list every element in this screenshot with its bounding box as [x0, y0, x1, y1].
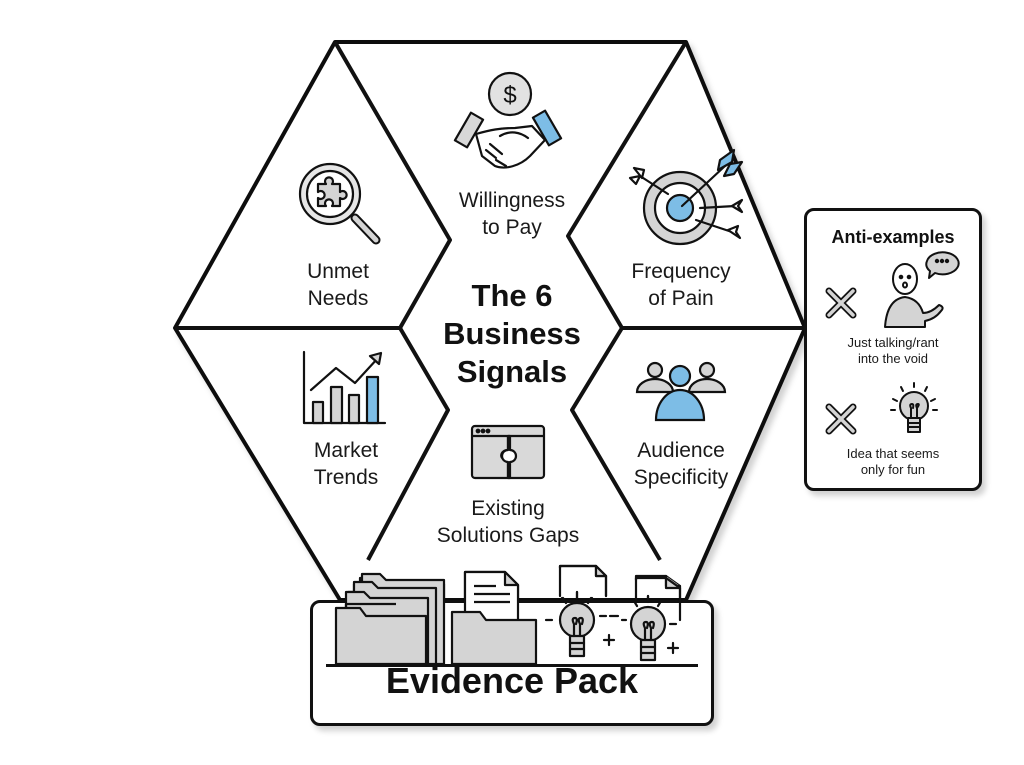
- target-arrows-icon: [628, 148, 744, 246]
- signal-label-audience-specificity: Audience Specificity: [606, 437, 756, 491]
- label-line: Unmet: [307, 260, 369, 283]
- signal-label-market-trends: Market Trends: [276, 437, 416, 491]
- browser-puzzle-icon: [470, 424, 546, 480]
- anti-examples-icons: [825, 251, 960, 435]
- label-line: Specificity: [633, 466, 729, 489]
- label-line: of Pain: [648, 287, 714, 310]
- center-title: The 6 Business Signals: [412, 277, 612, 391]
- evidence-pack-title: Evidence Pack: [385, 660, 639, 701]
- label-line: Willingness: [458, 189, 566, 212]
- magnifier-puzzle-icon: [298, 162, 381, 245]
- anti-examples-title: Anti-examples: [831, 227, 955, 247]
- label-line: Existing: [471, 497, 545, 520]
- caption-line: into the void: [857, 351, 929, 366]
- lightbulb-icon: [890, 382, 938, 433]
- label-line: Trends: [313, 466, 379, 489]
- rising-bar-chart-icon: [302, 350, 387, 425]
- signal-label-willingness-to-pay: Willingness to Pay: [437, 187, 587, 241]
- anti-examples-panel: Anti-examples: [804, 208, 982, 491]
- evidence-shelf-divider: [326, 664, 698, 667]
- caption-line: only for fun: [860, 462, 926, 477]
- signal-label-frequency-of-pain: Frequency of Pain: [606, 258, 756, 312]
- anti-example-caption: Just talking/rant into the void: [807, 335, 979, 367]
- label-line: Frequency: [631, 260, 731, 283]
- title-line: Signals: [456, 354, 568, 389]
- title-line: Business: [443, 316, 581, 351]
- person-speech-bubble-icon: [884, 251, 960, 328]
- label-line: Audience: [637, 439, 725, 462]
- label-line: Market: [313, 439, 379, 462]
- caption-line: Just talking/rant: [847, 335, 939, 350]
- label-line: Solutions Gaps: [436, 524, 580, 547]
- svg-text:$: $: [503, 82, 516, 109]
- segment-dividers: [175, 40, 805, 562]
- title-line: The 6: [471, 278, 553, 313]
- signal-label-existing-solutions-gaps: Existing Solutions Gaps: [418, 495, 598, 549]
- caption-line: Idea that seems: [846, 446, 940, 461]
- label-line: to Pay: [482, 216, 542, 239]
- anti-example-caption: Idea that seems only for fun: [807, 446, 979, 478]
- label-line: Needs: [307, 287, 369, 310]
- handshake-dollar-icon: $: [453, 71, 563, 169]
- signal-label-unmet-needs: Unmet Needs: [268, 258, 408, 312]
- people-group-icon: [635, 361, 727, 422]
